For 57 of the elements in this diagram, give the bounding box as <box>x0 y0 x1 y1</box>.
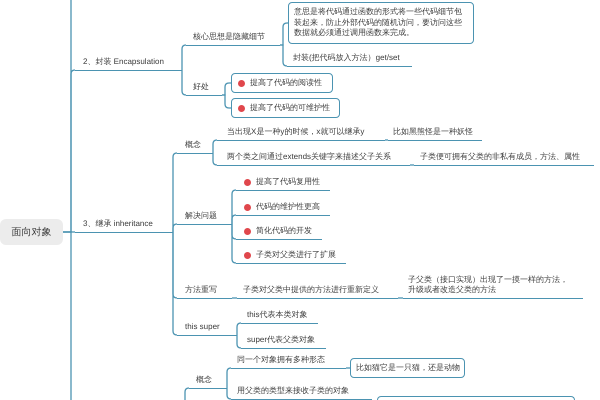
connector-line <box>181 69 187 96</box>
underlined-topic: 2、封装 Encapsulation <box>75 56 182 71</box>
underlined-topic: 解决问题 <box>177 210 232 225</box>
underlined-topic: 同一个对象拥有多种形态 <box>231 354 346 369</box>
topic-box <box>231 73 333 93</box>
underlined-topic: 两个类之间通过extends关键字来描述父子关系 <box>217 152 410 166</box>
underlined-topic <box>236 250 346 264</box>
underlined-topic <box>236 202 330 216</box>
underlined-topic: 概念 <box>189 374 227 389</box>
connector-line <box>63 231 72 400</box>
connector-line <box>184 387 190 400</box>
connector-line <box>231 214 237 225</box>
connector-line <box>172 231 178 336</box>
topic-text: 提高了代码复用性 <box>256 177 320 188</box>
connector-line <box>232 297 237 299</box>
underlined-topic: 比如黑熊怪是一种妖怪 <box>388 126 482 141</box>
underlined-topic <box>236 176 330 191</box>
underlined-topic: 好处 <box>186 82 222 96</box>
connector-line <box>226 367 232 389</box>
underlined-topic: this代表本类对象 <box>241 310 318 324</box>
connector-line <box>212 139 218 154</box>
connector-line <box>181 44 187 71</box>
underlined-topic: 子类便可拥有父类的非私有成员，方法、属性 <box>414 152 594 166</box>
connector-line <box>212 152 218 166</box>
underlined-topic: this super <box>177 322 237 336</box>
underlined-topic: 封装(把代码放入方法）get/set <box>287 52 412 67</box>
connector-line <box>231 223 237 264</box>
connector-line <box>172 223 178 233</box>
topic-text: 提高了代码的可维护性 <box>250 103 330 113</box>
connector-line <box>226 387 232 400</box>
topic-box <box>231 98 340 118</box>
underlined-topic <box>236 226 322 240</box>
topic-text: 简化代码的开发 <box>256 226 312 236</box>
underlined-topic: 方法重写 <box>177 284 232 299</box>
underlined-topic: super代表父类对象 <box>241 334 326 349</box>
underlined-topic: 当出现X是一种y的时候，x就可以继承y <box>217 126 385 141</box>
underlined-topic: 概念 <box>177 140 213 154</box>
central-topic: 面向对象 <box>0 219 63 245</box>
underlined-topic: 子类对父类中提供的方法进行重新定义 <box>237 284 398 299</box>
topic-text: 提高了代码的阅读性 <box>250 78 322 88</box>
connector-line <box>410 164 414 166</box>
topic-box: 意思是将代码通过函数的形式将一些代码细节包装起来，防止外部代码的随机访问，要访问这些数据就必须通过调用函数来完成。 <box>288 2 474 44</box>
connector-line <box>385 139 388 141</box>
connector-line <box>280 44 288 67</box>
underlined-topic: 子父类（接口实现）出现了一摸一样的方法，升级或者改造父类的方法 <box>403 272 583 299</box>
underlined-topic: 用父类的类型来接收子类的对象 <box>231 386 372 400</box>
connector-line <box>222 94 231 109</box>
topic-text: 子类对父类进行了扩展 <box>256 250 336 260</box>
connector-line <box>236 334 242 349</box>
connector-line <box>398 297 403 299</box>
underlined-topic: 核心思想是隐藏细节 <box>186 32 280 46</box>
topic-box: 比如猫它是一只猫，还是动物 <box>350 358 465 378</box>
underlined-topic: 3、继承 inheritance <box>75 218 173 233</box>
connector-line <box>222 82 231 96</box>
connector-line <box>236 322 242 336</box>
topic-box <box>377 396 575 400</box>
topic-text: 代码的维护性更高 <box>256 202 320 212</box>
